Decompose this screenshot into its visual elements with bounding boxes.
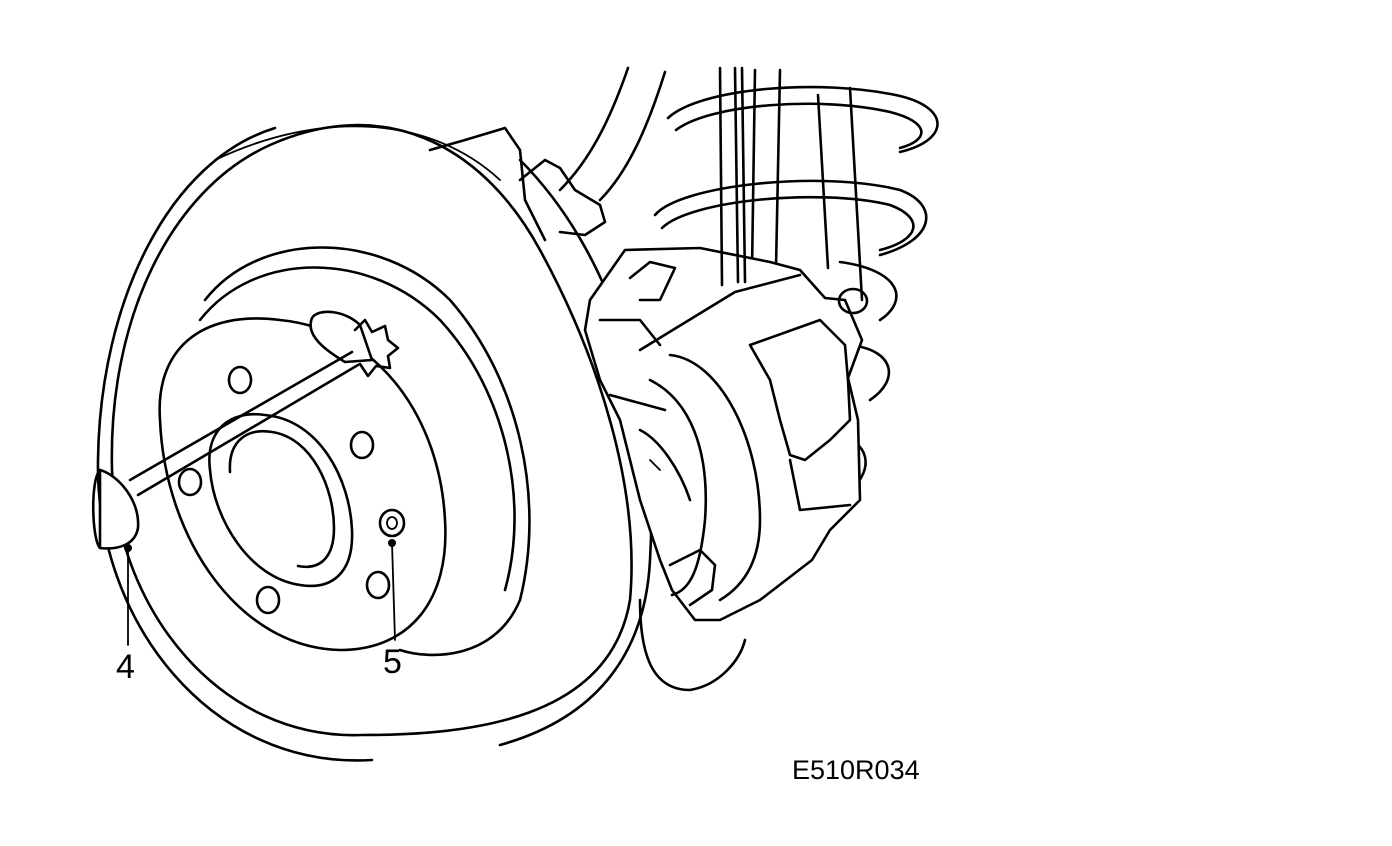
adjuster-wheel [309,310,400,378]
callout-4-dot [124,544,132,552]
bolt-hole [349,430,375,460]
brake-hose [718,66,747,287]
callout-5-label: 5 [383,643,402,681]
callout-4-label: 4 [116,648,135,686]
bolt-hole [177,467,203,497]
shock-absorber [750,68,864,302]
figure-code: E510R034 [792,755,920,785]
brake-backplate [428,126,747,692]
bolt-hole [365,570,391,600]
bolt-hole [227,365,253,395]
caliper-guide-pin [837,287,869,315]
suspension-arm [558,66,667,202]
callout-leaders [124,539,396,646]
bolt-hole [255,585,281,615]
screwdriver-tool [91,350,360,550]
callout-5-dot [388,539,396,547]
coil-spring [653,85,939,492]
disc-screw [378,508,406,538]
callout-5-leader [391,542,396,641]
brake-caliper [583,246,869,622]
